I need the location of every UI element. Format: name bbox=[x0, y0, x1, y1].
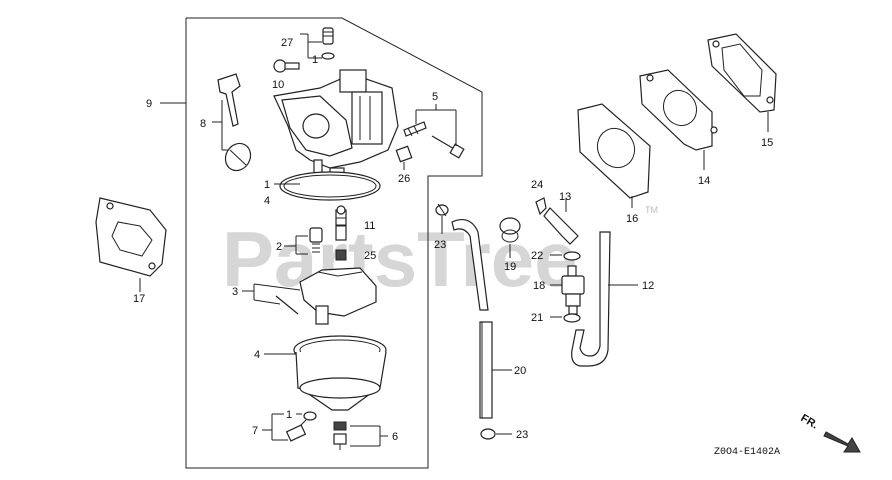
part-4-float-bowl bbox=[293, 335, 387, 411]
callout-27: 27 bbox=[281, 37, 293, 49]
callout-1b: 1 bbox=[264, 179, 270, 191]
callout-24: 24 bbox=[531, 179, 543, 191]
callout-1: 1 bbox=[312, 54, 318, 66]
callout-4: 4 bbox=[264, 195, 270, 207]
watermark: PartsTree bbox=[222, 215, 578, 303]
part-10-bolt bbox=[273, 59, 300, 73]
part-24-clip bbox=[535, 197, 547, 216]
callout-20: 20 bbox=[514, 365, 526, 377]
part-17-gasket bbox=[95, 197, 167, 277]
callout-16: 16 bbox=[626, 213, 638, 225]
callout-3: 3 bbox=[232, 286, 238, 298]
part-22-clamp bbox=[563, 251, 581, 261]
diagram-code: Z0O4-E1402A bbox=[714, 447, 780, 458]
part-26-jet bbox=[395, 145, 413, 163]
callout-15: 15 bbox=[761, 137, 773, 149]
part-25-jet bbox=[335, 249, 347, 261]
callout-19: 19 bbox=[504, 261, 516, 273]
part-8-choke-lever bbox=[217, 73, 252, 172]
part-23-clip bbox=[435, 203, 449, 217]
callout-1c: 1 bbox=[286, 409, 292, 421]
part-15-gasket bbox=[707, 33, 777, 113]
part-11-nozzle bbox=[335, 205, 347, 241]
part-7-drain-screw bbox=[285, 411, 317, 442]
part-23-bottom-clip bbox=[480, 428, 496, 440]
part-27-screw bbox=[321, 27, 335, 60]
part-14-insulator bbox=[639, 69, 718, 151]
callout-22: 22 bbox=[531, 250, 543, 262]
callout-23b: 23 bbox=[516, 429, 528, 441]
callout-4b: 4 bbox=[254, 349, 260, 361]
part-6-bowl-bolt bbox=[333, 421, 347, 450]
part-21-clamp bbox=[563, 313, 581, 323]
callout-26: 26 bbox=[398, 173, 410, 185]
part-4-gasket-ring bbox=[279, 171, 381, 201]
callout-8: 8 bbox=[200, 118, 206, 130]
callout-2: 2 bbox=[276, 241, 282, 253]
direction-arrow: FR. bbox=[799, 412, 861, 453]
callout-23: 23 bbox=[434, 239, 446, 251]
part-12-hose bbox=[571, 231, 611, 367]
part-20-fuel-hose bbox=[451, 219, 493, 419]
part-3-float bbox=[275, 267, 377, 325]
callout-10: 10 bbox=[272, 79, 284, 91]
callout-14: 14 bbox=[698, 175, 710, 187]
callout-11: 11 bbox=[364, 220, 375, 232]
callout-21: 21 bbox=[531, 312, 543, 324]
callout-13: 13 bbox=[559, 191, 571, 203]
callout-17: 17 bbox=[133, 293, 145, 305]
part-19-clamp bbox=[499, 217, 521, 243]
direction-label: FR. bbox=[799, 412, 820, 431]
part-5-screw-set bbox=[403, 121, 465, 159]
part-2-float-valve bbox=[309, 227, 323, 253]
callout-5: 5 bbox=[432, 91, 438, 103]
callout-labels: 27 1 10 9 8 5 26 1 4 11 2 25 3 4 7 1 6 1… bbox=[133, 37, 773, 443]
assembly-bracket bbox=[185, 17, 483, 469]
part-16-gasket bbox=[577, 103, 651, 199]
trademark: TM bbox=[645, 205, 658, 215]
callout-7: 7 bbox=[252, 425, 258, 437]
callout-18: 18 bbox=[533, 280, 545, 292]
callout-25: 25 bbox=[364, 250, 376, 262]
callout-12: 12 bbox=[642, 280, 654, 292]
callout-6: 6 bbox=[392, 431, 398, 443]
carburetor-body bbox=[273, 69, 399, 189]
callout-9: 9 bbox=[146, 98, 152, 110]
part-13-tube bbox=[543, 207, 579, 245]
